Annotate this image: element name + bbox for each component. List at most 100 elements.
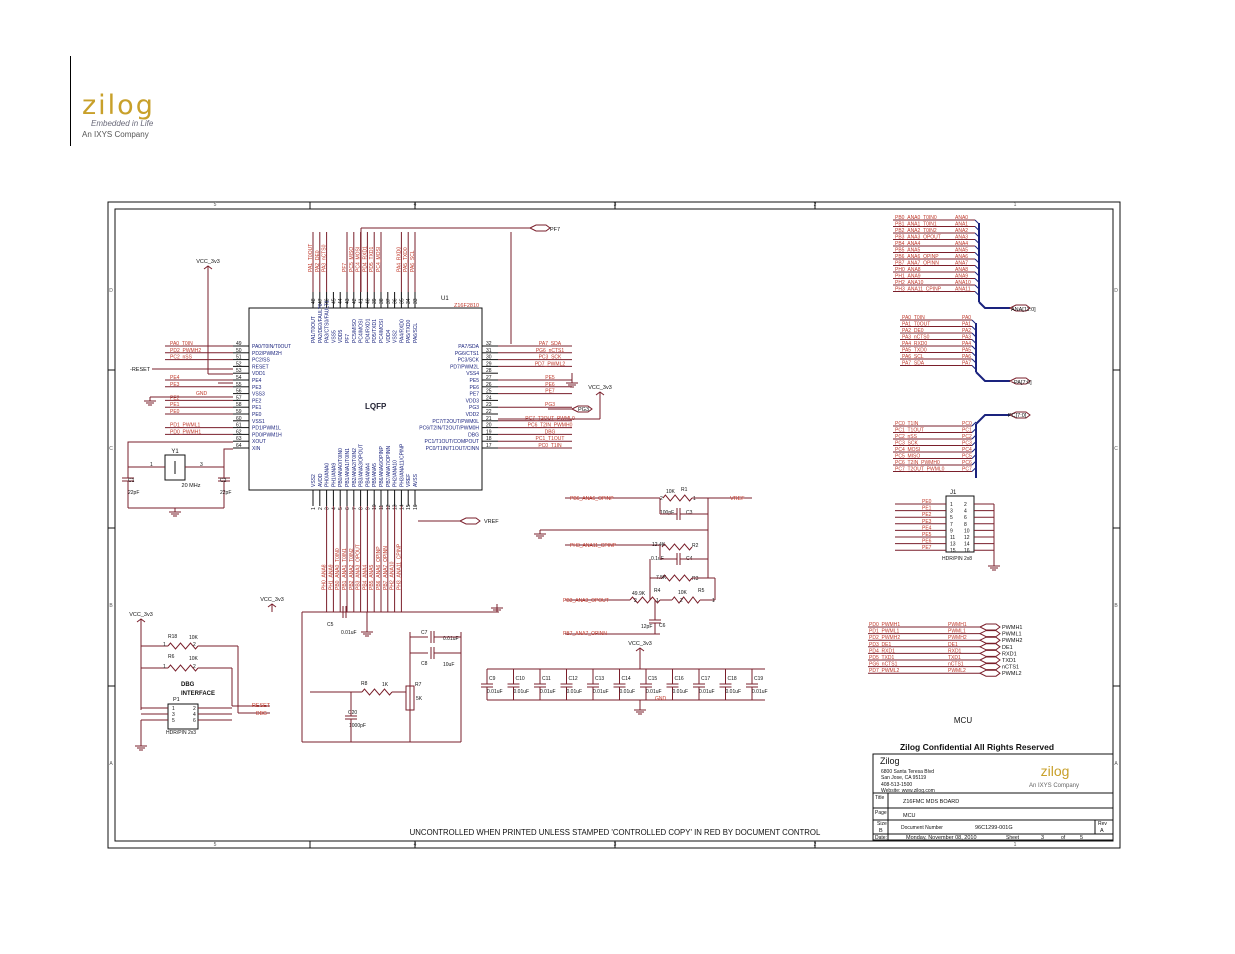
frame-column-label: 5: [214, 842, 217, 848]
net-label: PC1_T1OUT: [536, 436, 565, 442]
p1-pin-number: 3: [172, 712, 175, 718]
u1-pin-name: PD1/PWM1L: [252, 426, 281, 432]
resistor-symbol: [671, 596, 701, 604]
u1-pin-name: PD7/PWM2L: [450, 364, 479, 370]
date-label: Date:: [875, 835, 887, 841]
port-connector: [978, 630, 1001, 638]
c1-ref: C1: [128, 478, 135, 484]
company-website: Website: www.zilog.com: [881, 788, 935, 794]
u1-pin-name: VDD1: [252, 371, 266, 377]
page-margin-rule: [70, 56, 71, 146]
u1-pin-name: PB3/ANA3/OPOUT: [359, 444, 365, 487]
r3-ref: R3: [692, 576, 699, 582]
u1-pin-number: 51: [236, 355, 242, 361]
port-connector: [978, 623, 1001, 631]
c5-ref: C5: [327, 622, 334, 628]
ana-signal-label: ANA5: [955, 248, 968, 254]
ana-signal-label: ANA0: [955, 215, 968, 221]
u1-pin-number: 2: [318, 507, 324, 510]
docnum-label: Document Number: [901, 825, 943, 831]
u1-pin-name: PC7/T2OUT/PWM0L: [432, 419, 479, 425]
c2-value: 22pF: [220, 490, 231, 496]
j1-pin-number: 3: [950, 509, 953, 515]
r5-value: 10K: [678, 590, 688, 596]
u1-pin-number: 63: [236, 436, 242, 442]
u1-pin-name: PE0: [252, 412, 262, 418]
rev-value: A: [1100, 828, 1104, 834]
u1-pin-name: PC3/SCK: [458, 358, 480, 364]
u1-pin-name: PE4: [252, 378, 262, 384]
vcc-label: VCC_3v3: [129, 612, 153, 618]
pwm-net-label: PD7_PWML2: [869, 668, 900, 674]
u1-package: LQFP: [365, 402, 387, 411]
net-label: PF7: [342, 263, 348, 272]
decoupling-cap-ref: C17: [701, 676, 710, 682]
port-connector: [978, 636, 1001, 644]
u1-pin-name: RESET: [252, 364, 269, 370]
u1-pin-number: 15: [406, 504, 412, 510]
net-label: PG6_nCTS1: [536, 348, 565, 354]
port-label: TXD1: [1002, 658, 1016, 664]
frame-column-label: 1: [1014, 202, 1017, 208]
decoupling-cap-ref: C13: [595, 676, 604, 682]
decoupling-cap-value: 0.01uF: [752, 689, 768, 695]
port-label: RXD1: [1002, 651, 1017, 657]
company-name: Zilog: [880, 756, 900, 766]
u1-pin-name: PD0/PWM1H: [252, 432, 282, 438]
xin-wire: [185, 448, 233, 468]
u1-pin-name: PA0/T0IN/T0OUT: [252, 344, 291, 350]
logo-tagline: Embedded in Life: [91, 119, 154, 128]
u1-pin-number: 46: [325, 298, 331, 304]
net-label: PE6: [545, 382, 555, 388]
vcc-label: VCC_3v3: [196, 259, 220, 265]
frame-row-label: D: [1114, 288, 1118, 294]
frame-row-label: C: [109, 446, 113, 452]
pa-signal-label: PA2: [962, 328, 971, 334]
resistor-symbol: [361, 688, 393, 696]
j1-net-label: PE1: [922, 506, 932, 512]
c20-ref: C20: [348, 710, 357, 716]
net-label: PH2_ANA10: [390, 561, 396, 590]
u1-pin-number: 23: [486, 402, 492, 408]
pa-net-label: PA5_TXD0: [902, 348, 927, 354]
u1-pin-name: PE7: [470, 392, 480, 398]
ana-bus: [978, 301, 1010, 309]
company-phone: 408-513-1500: [881, 782, 912, 788]
u1-pin-number: 37: [386, 298, 392, 304]
u1-pin-number: 49: [236, 341, 242, 347]
frame-row-label: A: [1114, 761, 1118, 767]
sheet-count: 5: [1080, 835, 1083, 841]
p1-pin-number: 1: [172, 706, 175, 712]
j1-pin-number: 2: [964, 502, 967, 508]
resistor-symbol: [662, 494, 693, 502]
u1-pin-number: 27: [486, 375, 492, 381]
u1-pin-number: 43: [345, 298, 351, 304]
net-label: PC4_MOSI: [356, 247, 362, 272]
j1-pin-number: 13: [950, 542, 956, 548]
j1-pin-number: 10: [964, 528, 970, 534]
pc-net-label: PC1_T1OUT: [895, 428, 924, 434]
r6-value: 10K: [189, 656, 199, 662]
u1-pin-number: 16: [413, 504, 419, 510]
vref-connector-left: [458, 517, 481, 525]
sheet-label: Sheet: [1006, 835, 1020, 841]
resistor-symbol: [661, 574, 693, 582]
u1-pin-number: 25: [486, 389, 492, 395]
zilog-logo: zilog Embedded in Life An IXYS Company: [82, 92, 155, 141]
frame-row-label: C: [1114, 446, 1118, 452]
decoupling-cap-ref: C10: [516, 676, 525, 682]
u1-pin-name: DBG: [468, 432, 479, 438]
u1-pin-number: 57: [236, 395, 242, 401]
u1-pin-number: 38: [379, 298, 385, 304]
u1-pin-name: PH0/ANA0: [325, 463, 331, 487]
pin-number: 1: [163, 642, 166, 648]
confidential-banner: Zilog Confidential All Rights Reserved: [900, 742, 1054, 752]
u1-pin-name: PB4/ANA4: [365, 463, 371, 487]
j1-pin-number: 14: [964, 542, 970, 548]
page-label: Page: [875, 810, 887, 816]
r18-value: 10K: [189, 635, 199, 641]
u1-pin-name: PA3/CTS0/FAULT1: [325, 300, 331, 343]
u1-pin-name: VDD5: [338, 329, 344, 343]
net-label: PE4: [170, 375, 180, 381]
decoupling-cap-value: 0.01uF: [646, 689, 662, 695]
